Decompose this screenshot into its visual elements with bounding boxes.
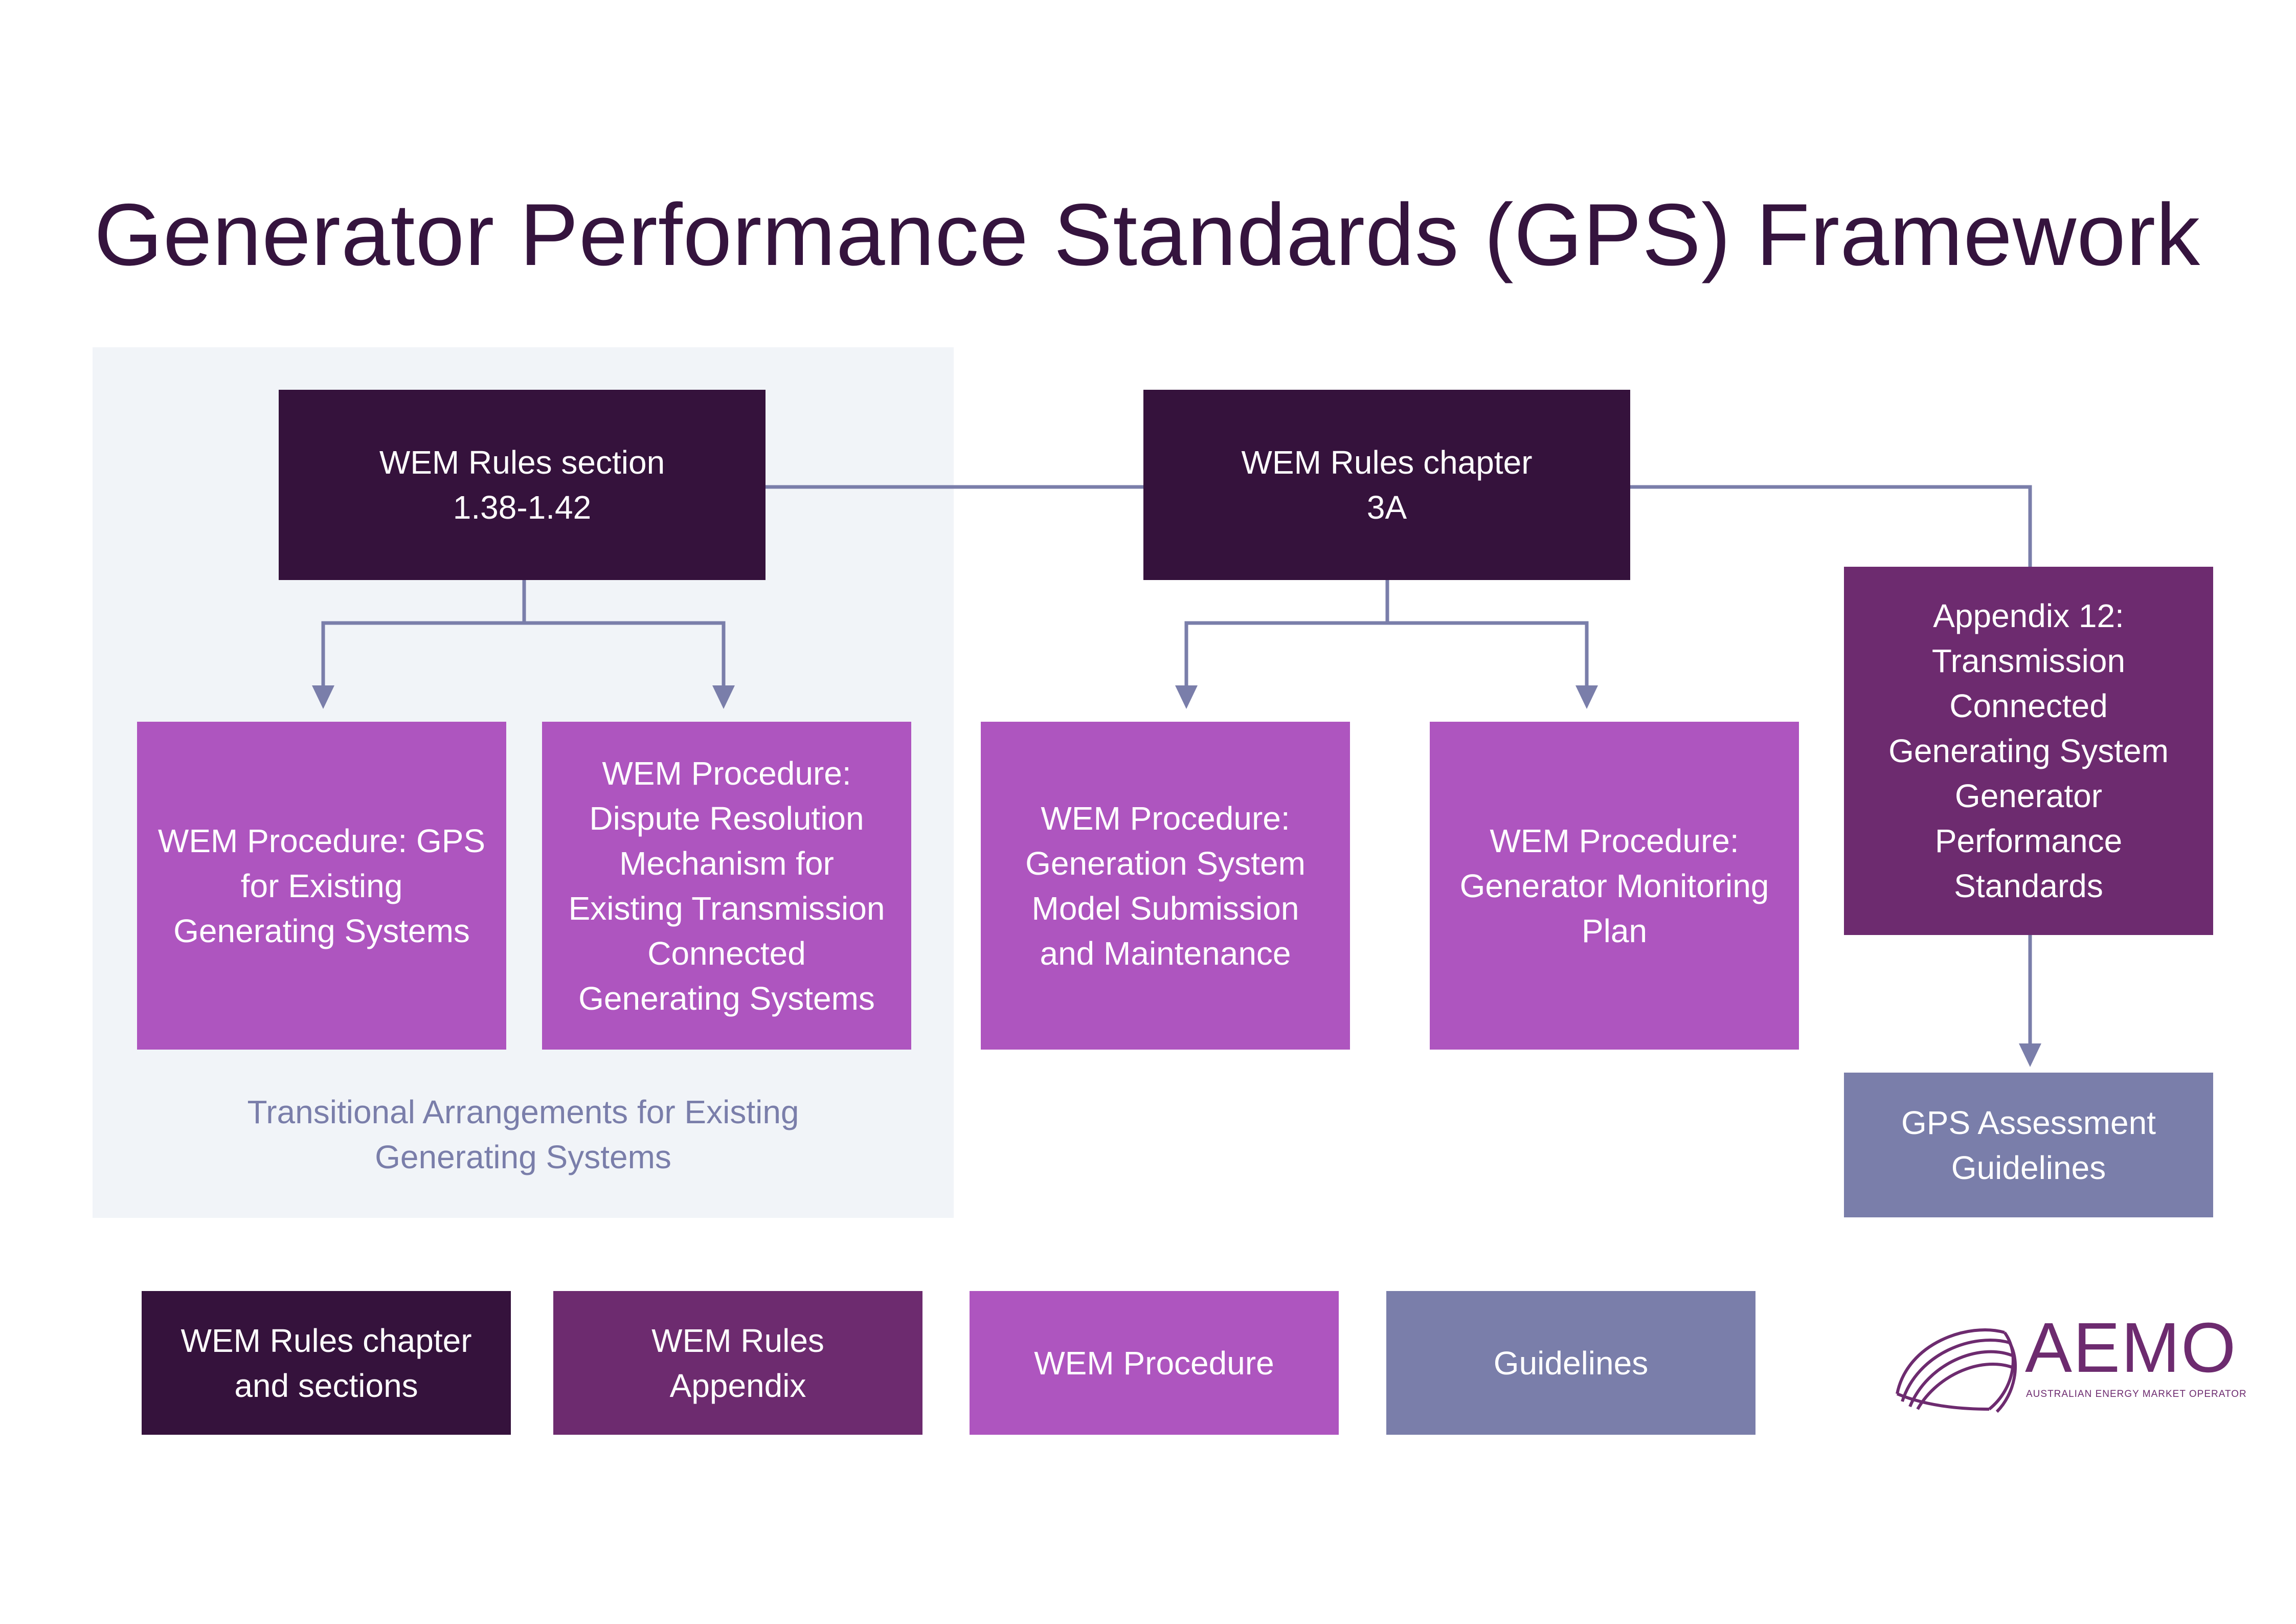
aemo-logo-subtitle: AUSTRALIAN ENERGY MARKET OPERATOR (2026, 1389, 2247, 1399)
legend-procedure: WEM Procedure (970, 1291, 1339, 1435)
page-title: Generator Performance Standards (GPS) Fr… (94, 186, 2201, 284)
legend-rules-appendix: WEM Rules Appendix (553, 1291, 922, 1435)
arrowhead-dispute (712, 685, 735, 709)
procedure-model-submission-box: WEM Procedure: Generation System Model S… (981, 722, 1350, 1050)
procedure-gps-existing-box: WEM Procedure: GPS for Existing Generati… (137, 722, 506, 1050)
arrowhead-gps-existing (312, 685, 334, 709)
transitional-arrangements-label: Transitional Arrangements for Existing G… (247, 1094, 799, 1175)
aemo-swirl-icon (1896, 1328, 2017, 1413)
appendix-12-box: Appendix 12: Transmission Connected Gene… (1844, 567, 2213, 935)
arrowhead-monitoring (1575, 685, 1598, 709)
procedure-dispute-resolution-box: WEM Procedure: Dispute Resolution Mechan… (542, 722, 911, 1050)
wem-rules-chapter-box: WEM Rules chapter 3A (1143, 390, 1630, 580)
legend-rules-chapter: WEM Rules chapter and sections (142, 1291, 511, 1435)
aemo-logo: AEMO AUSTRALIAN ENERGY MARKET OPERATOR (1887, 1307, 2246, 1425)
legend-guidelines: Guidelines (1386, 1291, 1755, 1435)
arrowhead-guidelines (2019, 1043, 2041, 1067)
connector-chapter-appendix (1630, 485, 2032, 568)
gps-assessment-guidelines-box: GPS Assessment Guidelines (1844, 1073, 2213, 1217)
aemo-logo-text: AEMO (2025, 1308, 2237, 1387)
arrowhead-model (1175, 685, 1198, 709)
connector-chapter-branch (1184, 621, 1589, 685)
procedure-monitoring-plan-box: WEM Procedure: Generator Monitoring Plan (1430, 722, 1799, 1050)
connector-section-branch (321, 621, 726, 685)
wem-rules-section-box: WEM Rules section 1.38-1.42 (279, 390, 766, 580)
